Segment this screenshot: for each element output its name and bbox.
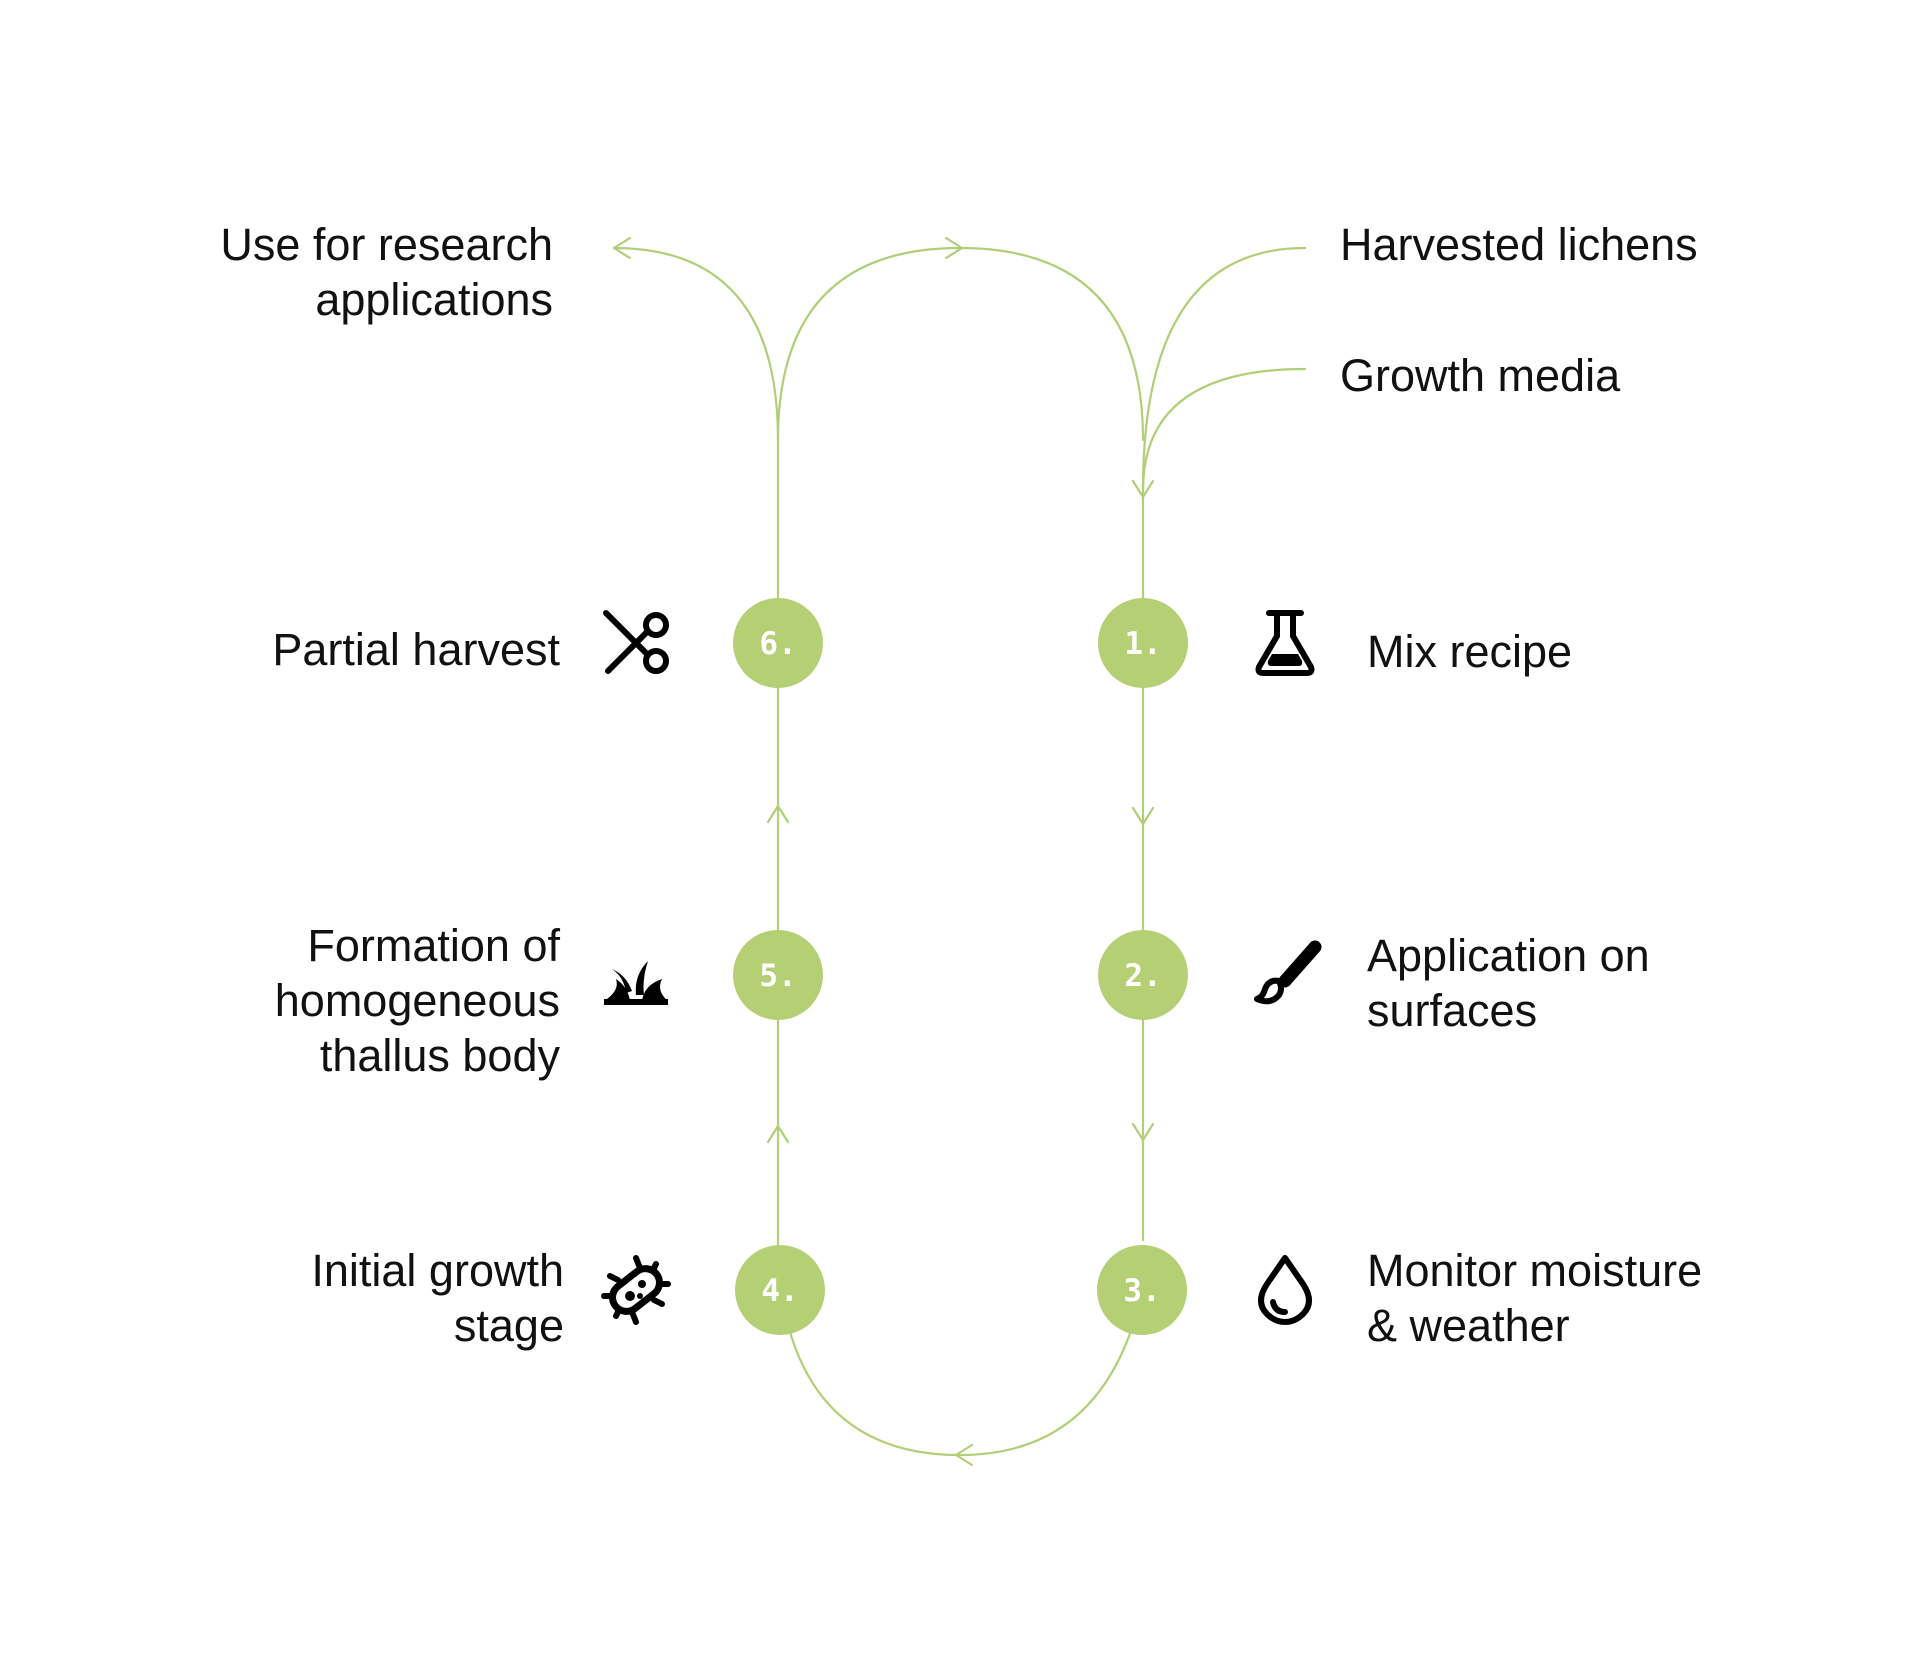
flow-arc-bottom (786, 1323, 1135, 1457)
step-node-4: 4. (735, 1245, 825, 1335)
step-number-5: 5. (759, 958, 796, 994)
flask-icon (1245, 603, 1325, 683)
output-label-research: Use for research applications (220, 219, 553, 325)
input-label-harvested-lichens: Harvested lichens (1340, 219, 1698, 270)
step-number-6: 6. (759, 626, 796, 662)
step-label-5: Formation of homogeneous thallus body (274, 920, 560, 1081)
step-label-6: Partial harvest (272, 624, 560, 675)
sprout-icon (596, 935, 676, 1015)
flow-arc-top (776, 246, 1145, 442)
step-label-1: Mix recipe (1367, 626, 1573, 677)
paintbrush-icon (1245, 935, 1325, 1015)
step-number-2: 2. (1124, 958, 1161, 994)
step-number-1: 1. (1124, 626, 1161, 662)
water-drop-icon (1245, 1250, 1325, 1330)
step-label-4: Initial growth stage (311, 1245, 564, 1351)
step-node-3: 3. (1097, 1245, 1187, 1335)
flow-input-growth-media (1141, 367, 1307, 492)
arrowhead-step4-to-step5 (766, 1124, 790, 1144)
bacterium-icon (596, 1250, 676, 1330)
step-number-3: 3. (1123, 1273, 1160, 1309)
arrowhead-top-arc (944, 236, 964, 260)
step-node-5: 5. (733, 930, 823, 1020)
flow-output-research (612, 246, 780, 442)
step-label-3: Monitor moisture & weather (1367, 1245, 1703, 1351)
arrowhead-output (612, 236, 632, 260)
step-node-1: 1. (1098, 598, 1188, 688)
flow-input-harvested-lichens (1141, 246, 1307, 492)
step-node-6: 6. (733, 598, 823, 688)
step-number-4: 4. (761, 1273, 798, 1309)
scissors-icon (596, 603, 676, 683)
input-label-growth-media: Growth media (1340, 350, 1621, 401)
arrowhead-bottom-arc (954, 1443, 974, 1467)
step-label-2: Application on surfaces (1367, 930, 1650, 1036)
arrowhead-into-step-1 (1131, 479, 1155, 499)
arrowhead-step1-to-step2 (1131, 806, 1155, 826)
arrowhead-step5-to-step6 (766, 804, 790, 824)
step-node-2: 2. (1098, 930, 1188, 1020)
arrowhead-step2-to-step3 (1131, 1122, 1155, 1142)
